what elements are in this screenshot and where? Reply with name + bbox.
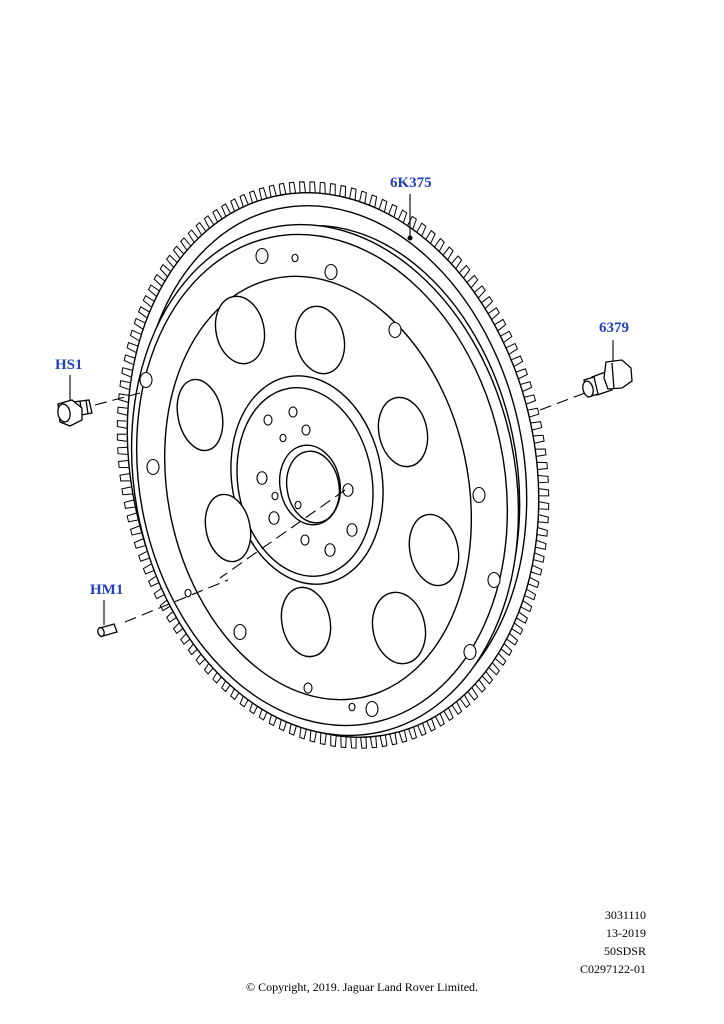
flywheel-web: [163, 275, 473, 701]
gear-tooth: [319, 181, 326, 195]
callout-hs1[interactable]: HS1: [55, 357, 83, 373]
bolt-hole: [256, 471, 268, 485]
lightening-hole: [204, 493, 252, 563]
gear-tooth: [330, 734, 337, 747]
meta-line-1: 3031110: [604, 908, 646, 922]
gear-tooth: [534, 539, 547, 550]
gear-tooth: [117, 446, 129, 456]
callout-6k375[interactable]: 6K375: [390, 175, 432, 191]
bolt-hole: [324, 543, 336, 557]
bolt-hole: [388, 321, 402, 339]
gear-tooth: [116, 420, 128, 429]
lightening-hole: [280, 586, 332, 658]
bolt-hole: [348, 702, 356, 712]
bolt-hole: [233, 623, 247, 641]
bolt-hole: [271, 491, 279, 501]
meta-line-3: 50SDSR: [603, 944, 646, 958]
lightening-hole: [377, 396, 429, 468]
bolt-hs1: [57, 399, 93, 427]
gear-tooth: [379, 734, 388, 748]
flywheel-plate-inner: [135, 233, 509, 727]
gear-tooth: [119, 473, 132, 482]
lightening-hole: [214, 295, 266, 365]
gear-tooth: [538, 501, 550, 510]
gear-tooth: [116, 433, 128, 442]
gear-tooth: [329, 183, 336, 196]
gear-tooth: [536, 526, 548, 537]
copyright-text: © Copyright, 2019. Jaguar Land Rover Lim…: [245, 980, 479, 994]
gear-tooth: [339, 184, 347, 199]
hub-bore-inner: [285, 450, 341, 524]
gear-tooth: [538, 488, 550, 497]
lightening-hole: [294, 305, 346, 375]
axis-dash-hub: [219, 489, 346, 579]
callout-hm1[interactable]: HM1: [90, 582, 124, 598]
bolt-hole: [463, 643, 477, 661]
lightening-hole: [176, 378, 224, 452]
bolt-hole: [346, 523, 358, 537]
bolt-hole: [184, 588, 192, 598]
gear-tooth: [350, 736, 357, 749]
gear-tooth: [117, 406, 129, 416]
bolt-hole: [268, 511, 280, 525]
bolt-hole: [263, 414, 273, 426]
gear-tooth: [268, 184, 277, 198]
meta-line-2: 13-2019: [606, 926, 646, 940]
bolt-hole: [342, 483, 354, 497]
hub-bore: [278, 444, 342, 526]
bolt-hole: [255, 247, 269, 265]
gear-tooth: [278, 182, 287, 196]
gear-tooth: [340, 735, 347, 749]
lightening-hole: [371, 591, 427, 665]
diagram-meta: 3031110 13-2019 50SDSR C0297122-01: [580, 906, 646, 978]
gear-tooth: [288, 181, 297, 195]
gear-tooth: [309, 181, 316, 194]
bolt-hole: [139, 371, 153, 389]
bolt-hole: [487, 571, 501, 589]
gear-tooth: [369, 735, 378, 749]
gear-tooth: [319, 731, 327, 746]
bolt-hole: [365, 700, 379, 718]
gear-tooth: [534, 448, 547, 457]
gear-tooth: [536, 461, 548, 471]
axis-dash-right: [539, 392, 586, 411]
bolt-hole: [279, 433, 287, 443]
bolt-hole: [288, 406, 298, 418]
gear-tooth: [537, 514, 549, 524]
bolt-hole: [324, 263, 338, 281]
bolt-hole: [300, 534, 310, 546]
bolt-hole: [472, 486, 486, 504]
gear-tooth: [359, 736, 367, 749]
bolt-hole: [303, 682, 313, 694]
bolt-6379: [582, 359, 633, 398]
bolt-hole: [291, 253, 299, 263]
gear-tooth: [119, 380, 132, 391]
lightening-hole: [408, 513, 460, 587]
gear-tooth: [299, 181, 307, 194]
dowel-hm1: [97, 623, 118, 638]
gear-tooth: [118, 459, 130, 469]
meta-line-4: C0297122-01: [580, 962, 646, 976]
bolt-hole: [294, 500, 302, 510]
bolt-hole: [146, 458, 160, 476]
axis-dash-dowel: [124, 579, 229, 623]
bolt-hole: [301, 424, 311, 436]
axis-dash-left: [94, 392, 141, 406]
hub-outer: [230, 375, 384, 585]
gear-tooth: [389, 732, 398, 746]
callout-6379[interactable]: 6379: [599, 320, 629, 336]
gear-tooth: [537, 474, 549, 484]
hub-inner: [236, 387, 374, 577]
leader-dot-6k375: [407, 235, 413, 241]
